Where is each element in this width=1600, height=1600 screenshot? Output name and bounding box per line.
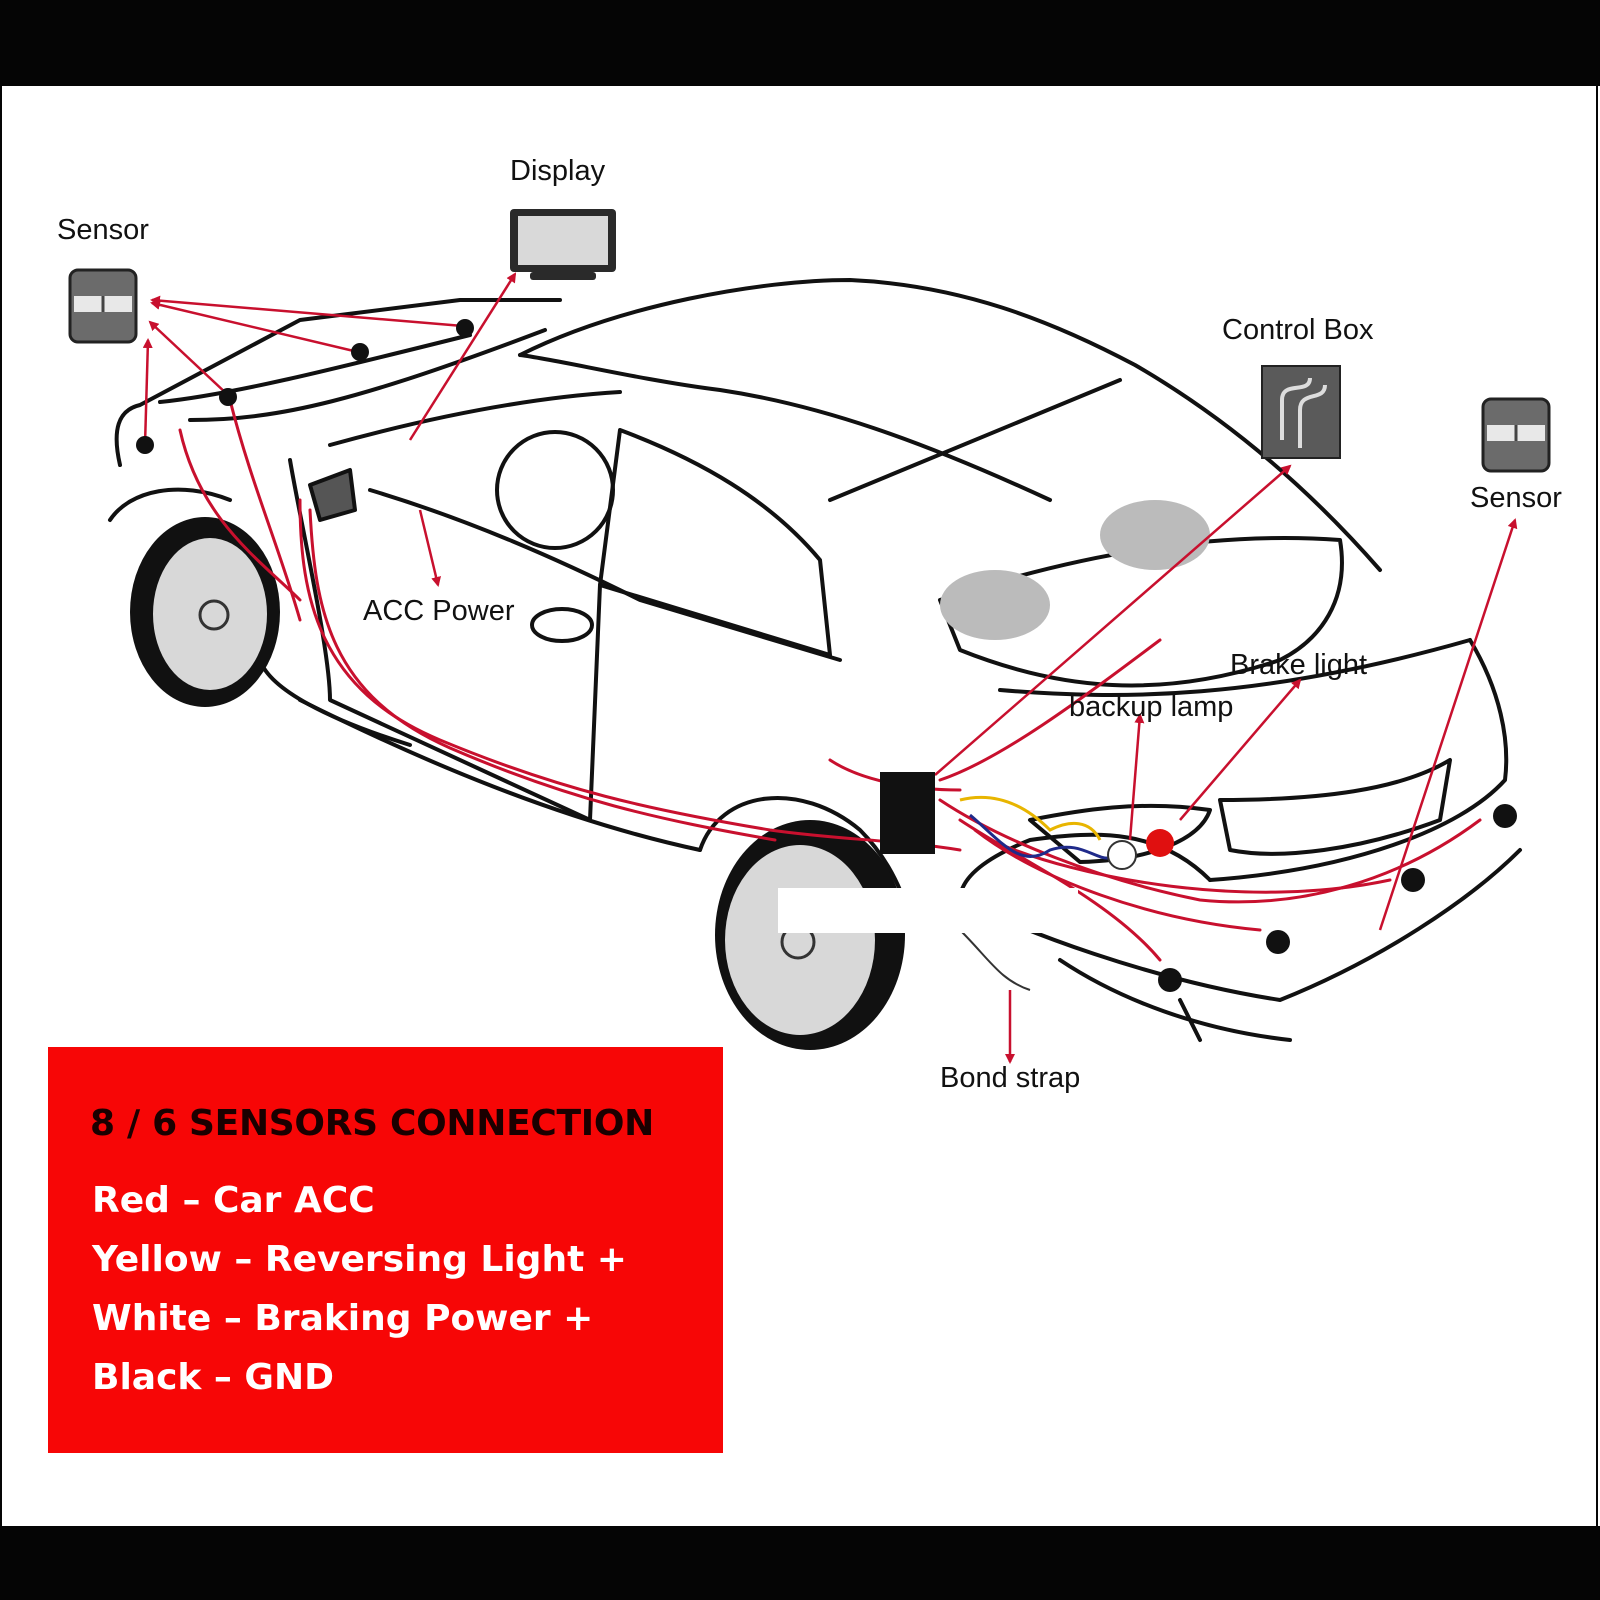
rear-seat-right xyxy=(1100,500,1210,570)
brake-light-bulb xyxy=(1146,829,1174,857)
car-outline xyxy=(108,278,1522,1042)
sensor-left-label: Sensor xyxy=(57,214,149,246)
brake-light-label: Brake light xyxy=(1230,649,1368,681)
annotation-arrows xyxy=(142,272,1518,1064)
legend-item-red: Red – Car ACC xyxy=(92,1180,375,1221)
control-box-label: Control Box xyxy=(1222,314,1374,346)
legend-item-white: White – Braking Power + xyxy=(92,1298,594,1339)
legend-item-yellow: Yellow – Reversing Light + xyxy=(92,1239,627,1280)
sensor-dot xyxy=(1266,930,1290,954)
bond-strap-wire xyxy=(959,929,1031,991)
front-wheel xyxy=(130,517,280,707)
connection-legend: 8 / 6 SENSORS CONNECTION Red – Car ACC Y… xyxy=(48,1047,723,1453)
rear-wheel xyxy=(715,820,905,1050)
control-box-icon xyxy=(1261,365,1341,459)
legend-item-black: Black – GND xyxy=(92,1357,334,1398)
backup-lamp-bulb xyxy=(1107,840,1137,870)
top-black-bar xyxy=(0,0,1600,86)
sensor-right-label: Sensor xyxy=(1470,482,1562,514)
sensor-dot xyxy=(219,388,237,406)
sensor-dot xyxy=(456,319,474,337)
legend-title: 8 / 6 SENSORS CONNECTION xyxy=(90,1103,654,1144)
backup-lamp-label: backup lamp xyxy=(1069,691,1234,723)
bottom-black-bar xyxy=(0,1526,1600,1600)
image-frame xyxy=(0,86,1598,1526)
light-wires xyxy=(959,795,1111,860)
legend-list: Red – Car ACC Yellow – Reversing Light +… xyxy=(92,1171,627,1407)
sensor-dot xyxy=(1493,804,1517,828)
sensor-dot xyxy=(1401,868,1425,892)
blank-label-patch xyxy=(778,888,1078,933)
control-module-on-car xyxy=(880,772,935,854)
display-label: Display xyxy=(510,155,606,187)
sensor-dots xyxy=(136,319,1517,992)
rear-seat-left xyxy=(940,570,1050,640)
sensor-icon xyxy=(68,268,138,344)
sensor-dot xyxy=(351,343,369,361)
display-icon xyxy=(510,209,616,280)
sensor-icon xyxy=(1481,397,1551,473)
sensor-dot xyxy=(136,436,154,454)
bond-strap-label: Bond strap xyxy=(940,1062,1081,1094)
acc-power-label: ACC Power xyxy=(363,595,515,627)
sensor-dot xyxy=(1158,968,1182,992)
